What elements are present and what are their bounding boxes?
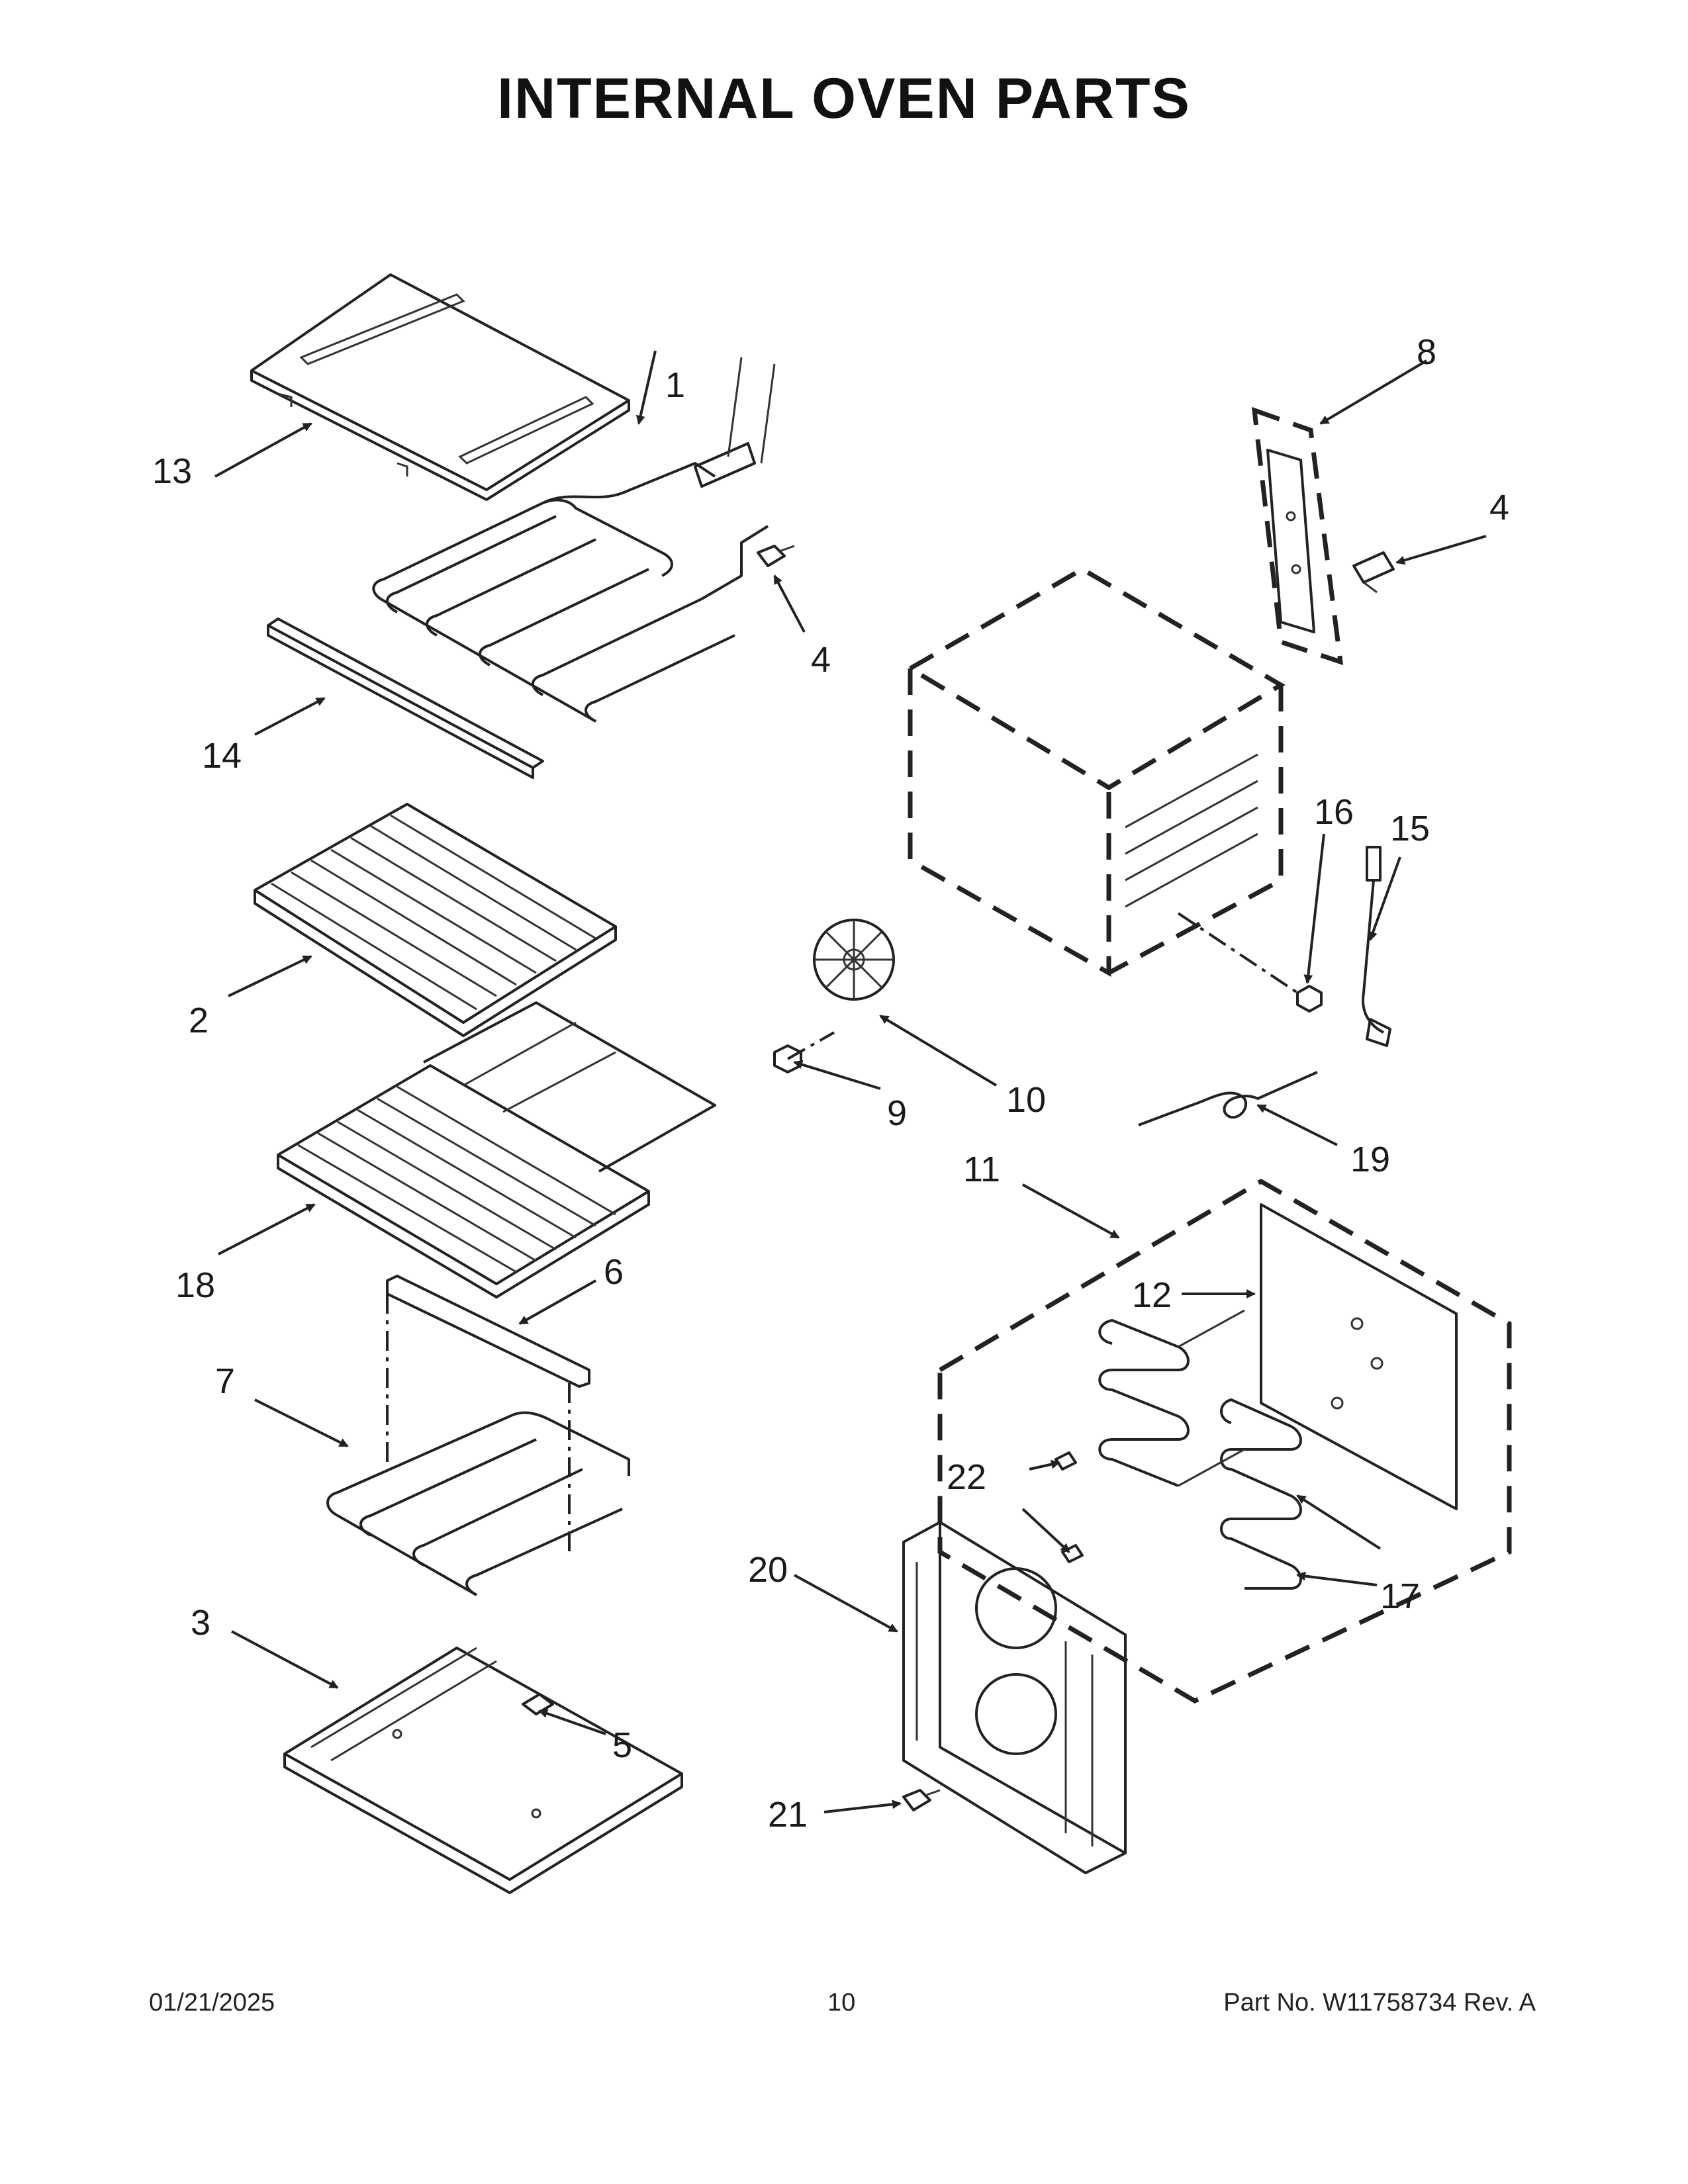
screw-part-22 [1055,1451,1084,1563]
sensor-part-19 [1138,1071,1318,1126]
footer-page-number: 10 [827,1989,856,2017]
oven-cavity [906,566,1286,978]
callout-leaders [214,350,1487,1813]
callout-14: 14 [202,736,242,776]
callout-15: 15 [1390,809,1430,848]
screw-part-4b [1352,551,1395,594]
callout-9: 9 [887,1093,907,1133]
bake-element-part-7 [326,1275,630,1596]
callout-6: 6 [604,1252,624,1292]
callout-10: 10 [1006,1080,1046,1120]
callout-4a: 4 [811,640,831,680]
screw-part-4 [757,545,795,567]
callout-12: 12 [1132,1275,1172,1315]
callout-19: 19 [1350,1140,1390,1179]
fan-assembly-part-20 [902,1521,1127,1874]
nut-part-16 [1177,912,1323,1013]
callout-7: 7 [215,1361,235,1401]
callout-16: 16 [1314,792,1354,832]
page-title: INTERNAL OVEN PARTS [497,67,1191,130]
callout-21: 21 [768,1795,808,1835]
harness-part-15 [1362,846,1391,1047]
callout-labels: 1 2 3 4 4 5 6 7 8 9 10 11 12 13 14 15 16… [152,332,1509,1835]
callout-5: 5 [612,1725,632,1765]
screw-part-21 [902,1789,941,1811]
sliding-rack-part-18 [277,1001,716,1298]
top-panel-part-13 [250,273,630,501]
callout-11: 11 [963,1150,1000,1189]
callout-18: 18 [175,1265,215,1305]
fan-blade-part-10 [787,919,895,1060]
bottom-panel-part-3 [283,1647,683,1894]
footer-date: 01/21/2025 [149,1989,275,2017]
bracket-part-14 [267,617,544,779]
oven-rack-part-2 [254,803,617,1037]
element-assembly-part-11 [937,1178,1512,1704]
callout-8: 8 [1417,332,1436,372]
callout-17: 17 [1380,1576,1420,1616]
callout-4b: 4 [1489,488,1509,527]
back-panel-part-12 [1260,1203,1458,1510]
callout-20: 20 [748,1550,788,1590]
callout-1: 1 [665,365,685,405]
footer-part-number: Part No. W11758734 Rev. A [1223,1989,1536,2017]
convection-element-part-17 [1098,1309,1302,1590]
callout-13: 13 [152,451,192,491]
callout-2: 2 [189,1001,209,1040]
broil-element-part-1 [372,357,776,723]
callout-3: 3 [191,1603,211,1643]
bracket-part-8 [1251,406,1344,666]
callout-22: 22 [947,1457,986,1497]
